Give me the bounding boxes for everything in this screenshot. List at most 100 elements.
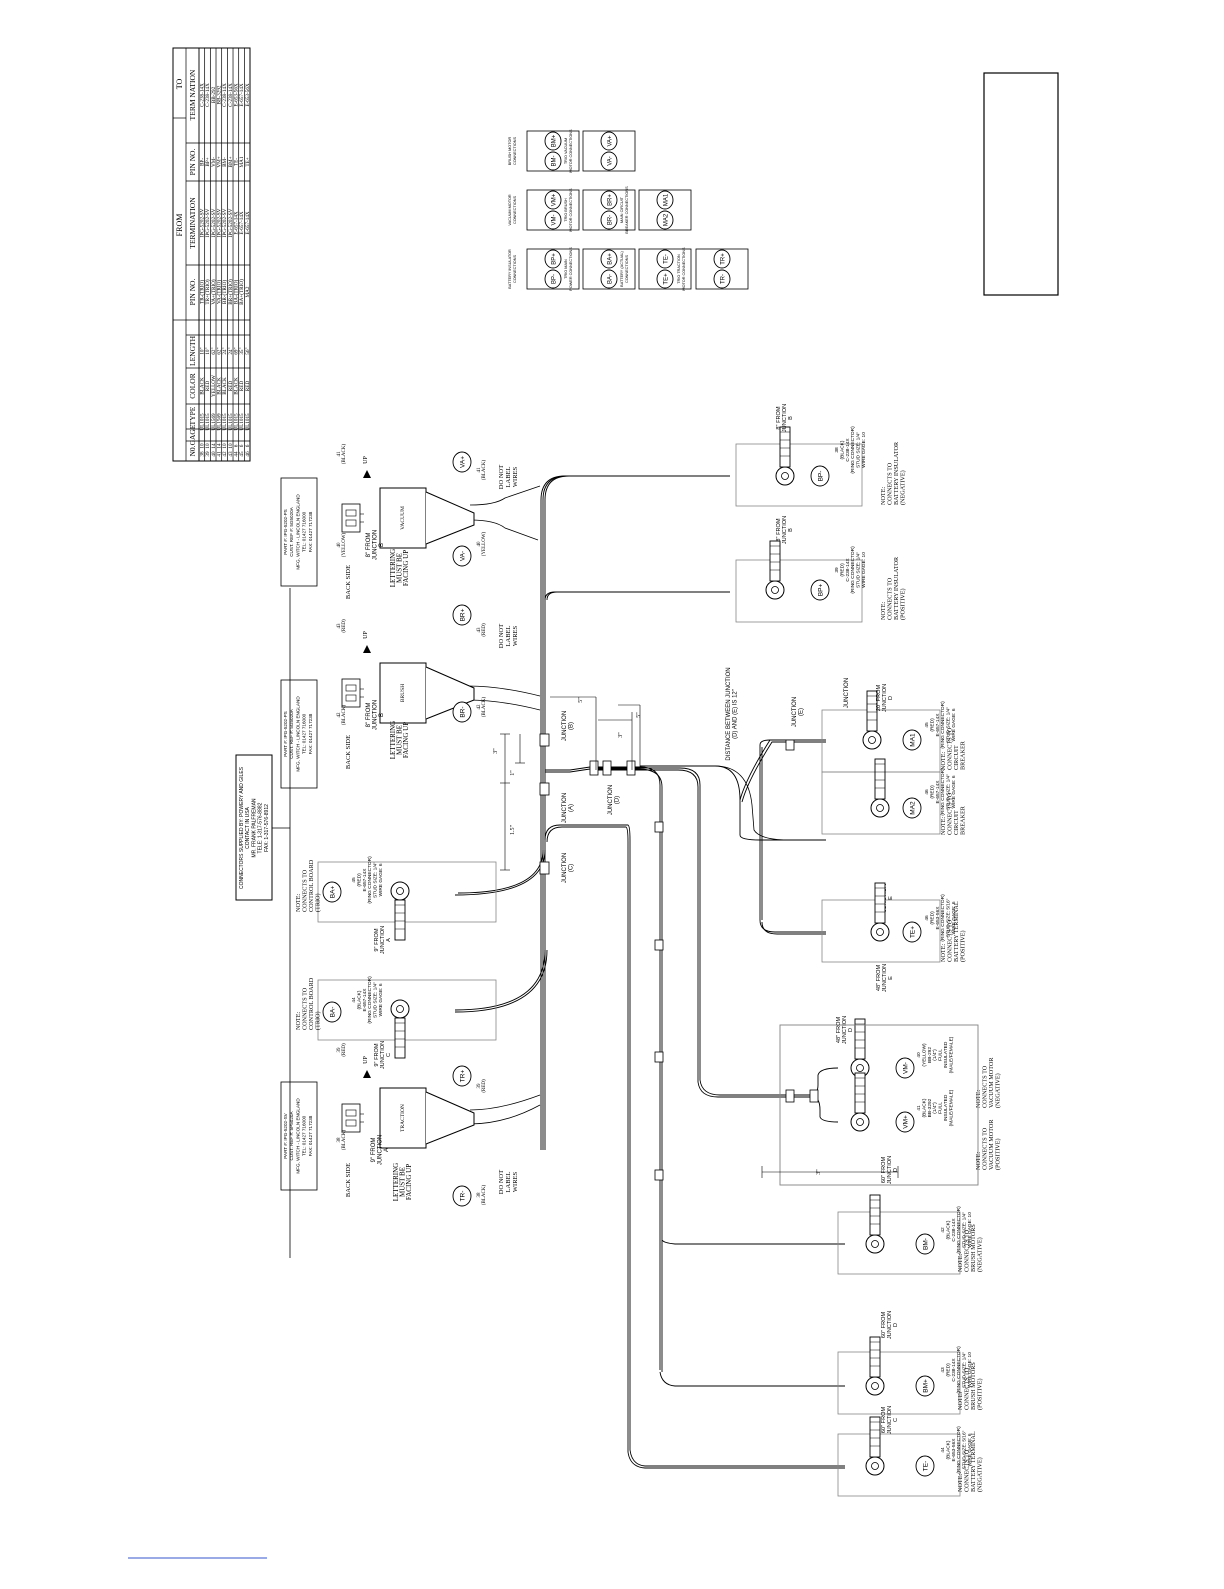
label-text: CONNECTS TO <box>302 987 309 1030</box>
table-cell: 39 <box>205 451 211 457</box>
supplier-line: FAX: 1-317-576-8912 <box>264 804 270 852</box>
label-text: NOTE: <box>295 1012 302 1030</box>
label-text: NOTE: <box>975 1152 982 1170</box>
pin-badge <box>322 1001 342 1023</box>
table-cell: UL1015 <box>222 413 228 431</box>
table-cell: UL1015 <box>234 413 240 431</box>
wire <box>454 949 548 1013</box>
legend-caption: BREAKER CONNECTIONS <box>625 186 629 234</box>
label-text: A <box>386 938 392 942</box>
wire <box>759 739 771 920</box>
up-arrow-icon <box>363 645 371 653</box>
table-cell: UL1015 <box>200 413 206 431</box>
part-label-line: FAX: 01427 717238 <box>308 1115 313 1156</box>
table-cell: VA-(TRIO) <box>216 280 223 304</box>
label-text: E <box>888 896 894 900</box>
pin-label: BA- <box>608 274 614 284</box>
pin-badge <box>656 190 674 210</box>
wire <box>542 475 730 1150</box>
table-header-from: FROM <box>175 214 184 237</box>
junction-clip <box>654 1169 664 1181</box>
label-text: MUST BE <box>396 553 404 583</box>
label-text: (BLACK) <box>839 440 845 459</box>
label-text: 42 <box>337 712 342 718</box>
pin-badge <box>915 1233 935 1255</box>
label-text: NOTE: <box>957 1392 964 1410</box>
table-cell: IPG-5202-SV <box>200 208 206 237</box>
label-text: CONNECTS TO <box>964 1367 971 1410</box>
pin-label: BA+ <box>330 886 337 899</box>
table-cell: IPG-5202-SV <box>211 208 217 237</box>
table-cell: TE+ <box>245 157 251 166</box>
legend-caption: MAIN CIRCUIT <box>620 196 624 223</box>
label-text: NOTE: <box>957 1474 964 1492</box>
label-text: MUST BE <box>396 725 404 755</box>
label-text: VACUUM MOTOR <box>988 1119 995 1170</box>
junction-label: JUNCTION <box>844 678 850 708</box>
back-side-view <box>341 503 361 533</box>
label-text: 46 <box>924 915 930 921</box>
label-text: 48" FROM <box>876 965 882 992</box>
table-cell: 41 <box>217 451 223 457</box>
pin-tr-plus: TR+ <box>452 1065 472 1087</box>
label-text: (RING CONNECTOR) <box>940 894 946 942</box>
pin-label: BR- <box>460 706 467 717</box>
table-cell: 62" <box>211 347 217 354</box>
pin-label: BR- <box>608 215 614 225</box>
pin-badge <box>656 249 674 269</box>
terminal-bp-plus: BP+39(RED)C-238-14X(RING CONNECTOR)STUD … <box>735 516 907 623</box>
label-text: (YELLOW) <box>342 532 347 557</box>
pin-label: BP- <box>818 471 825 482</box>
up-label: UP <box>363 1056 369 1064</box>
label-text: WIRE GAGE: 10 <box>967 1212 973 1248</box>
wire <box>544 824 845 1467</box>
pin-label: BP- <box>552 274 558 284</box>
table-cell: TR+(TRIO) <box>204 279 211 304</box>
label-text: 8" FROM <box>366 703 372 728</box>
label-text: (RED) <box>482 1079 487 1093</box>
label-text: VACUUM MOTOR <box>988 1057 995 1108</box>
legend-caption: MOTOR CONNECTIONS <box>569 129 573 173</box>
label-text: CONNECTS TO <box>947 792 954 835</box>
table-cell: IPG-5202-SV <box>205 208 211 237</box>
label-text: CONNECTS TO <box>982 1065 989 1108</box>
label-text: (YELLOW) <box>921 1043 927 1067</box>
part-label-line: MFG. WITCH - LINCOLN ENGLAND <box>295 494 300 570</box>
terminal-te-minus: TE-44(BLACK)E-653-56X(RING CONNECTOR)STU… <box>837 1406 984 1497</box>
label-text: C-238-14X <box>951 1358 957 1382</box>
table-cell: 10 <box>200 443 206 449</box>
label-text: LABEL <box>505 467 512 488</box>
label-text: E-653-56X <box>951 1438 957 1462</box>
pin-label: BM- <box>923 1238 930 1250</box>
label-text: 41 <box>477 467 482 473</box>
label-text: 40 <box>337 542 342 548</box>
legend-caption: CONNECTIONS <box>513 255 517 284</box>
label-text: 8" FROM <box>776 406 782 429</box>
label-text: 60" FROM <box>881 1157 887 1184</box>
part-label-line: CUST. REF #: 5G5020A <box>289 708 294 758</box>
junction-clip <box>654 1051 664 1063</box>
pin-badge <box>895 1111 915 1133</box>
table-cell: 56" <box>245 347 251 354</box>
table-cell: 42 <box>222 451 228 457</box>
label-text: (RING CONNECTOR) <box>956 1346 962 1394</box>
table-cell: 45 <box>239 451 245 457</box>
pin-label: BP+ <box>552 253 558 265</box>
label-text: DISTANCE BETWEEN JUNCTION <box>726 667 732 760</box>
label-text: 41 <box>337 451 342 457</box>
table-cell: E-657-14X <box>234 211 240 235</box>
table-header-to: TO <box>175 79 184 90</box>
label-text: WIRES <box>512 467 519 488</box>
junction-clip <box>785 1089 795 1103</box>
table-cell: 10 <box>228 443 234 449</box>
table-column-header: LENGTH <box>188 335 197 366</box>
label-text: BATTERY INSULATOR <box>893 441 900 505</box>
table-cell: BM- <box>222 157 228 167</box>
pin-br-plus: BR+ <box>452 604 472 626</box>
part-label-line: PART #: IPG-5202-SV <box>283 1112 288 1158</box>
junction-clip <box>539 733 550 747</box>
pin-label: VM- <box>903 1062 910 1074</box>
label-text: 5" <box>578 697 584 703</box>
